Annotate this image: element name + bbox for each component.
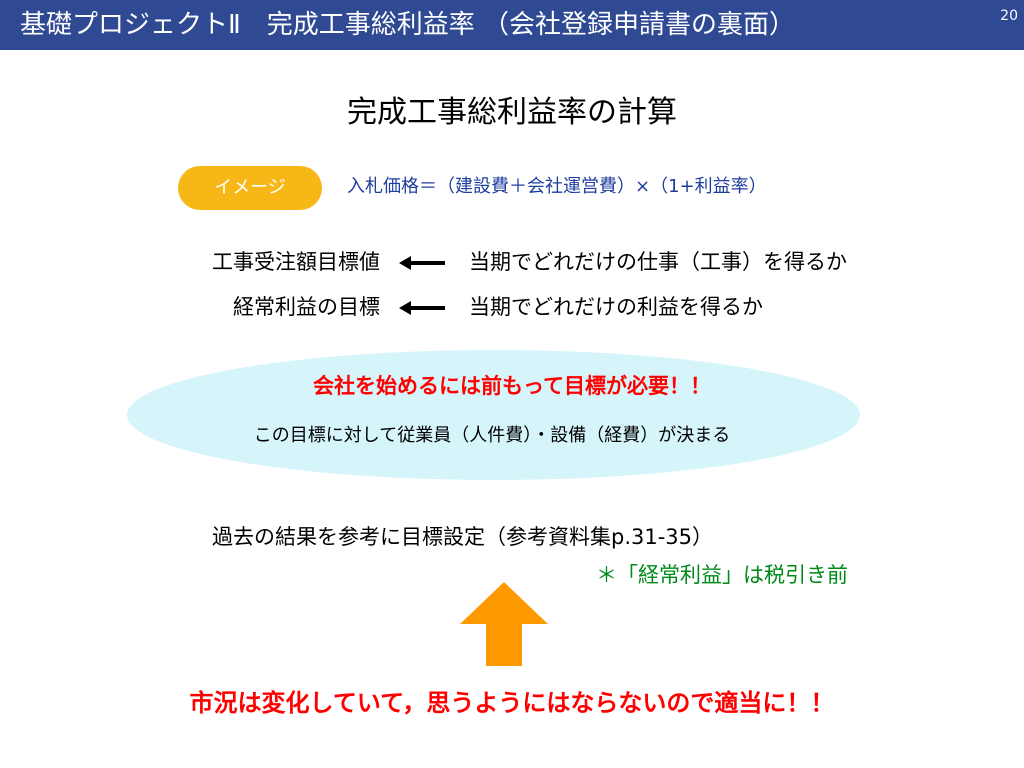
goal-ellipse	[127, 350, 860, 480]
page-number: 20	[1000, 8, 1018, 24]
image-badge: イメージ	[178, 166, 322, 210]
bid-price-formula: 入札価格＝（建設費＋会社運営費）×（1+利益率）	[347, 176, 767, 197]
tax-note: ＊「経常利益」は税引き前	[596, 563, 848, 587]
order-target-description: 当期でどれだけの仕事（工事）を得るか	[469, 250, 847, 274]
past-result-note: 過去の結果を参考に目標設定（参考資料集p.31-35）	[212, 525, 714, 549]
left-arrow-icon	[399, 256, 445, 270]
profit-target-description: 当期でどれだけの利益を得るか	[469, 295, 763, 319]
left-arrow-icon	[399, 301, 445, 315]
up-arrow-icon	[460, 582, 548, 666]
order-target-label: 工事受注額目標値	[212, 250, 380, 274]
bottom-message: 市況は変化していて，思うようにはならないので適当に！！	[189, 689, 835, 717]
slide-header: 基礎プロジェクトⅡ 完成工事総利益率 （会社登録申請書の裏面） 20	[0, 0, 1024, 50]
goal-warning: 会社を始めるには前もって目標が必要！！	[313, 374, 711, 398]
profit-target-label: 経常利益の目標	[233, 295, 380, 319]
slide-title: 基礎プロジェクトⅡ 完成工事総利益率 （会社登録申請書の裏面）	[20, 10, 796, 40]
goal-note: この目標に対して従業員（人件費）・設備（経費）が決まる	[253, 425, 731, 446]
main-heading: 完成工事総利益率の計算	[347, 95, 677, 130]
